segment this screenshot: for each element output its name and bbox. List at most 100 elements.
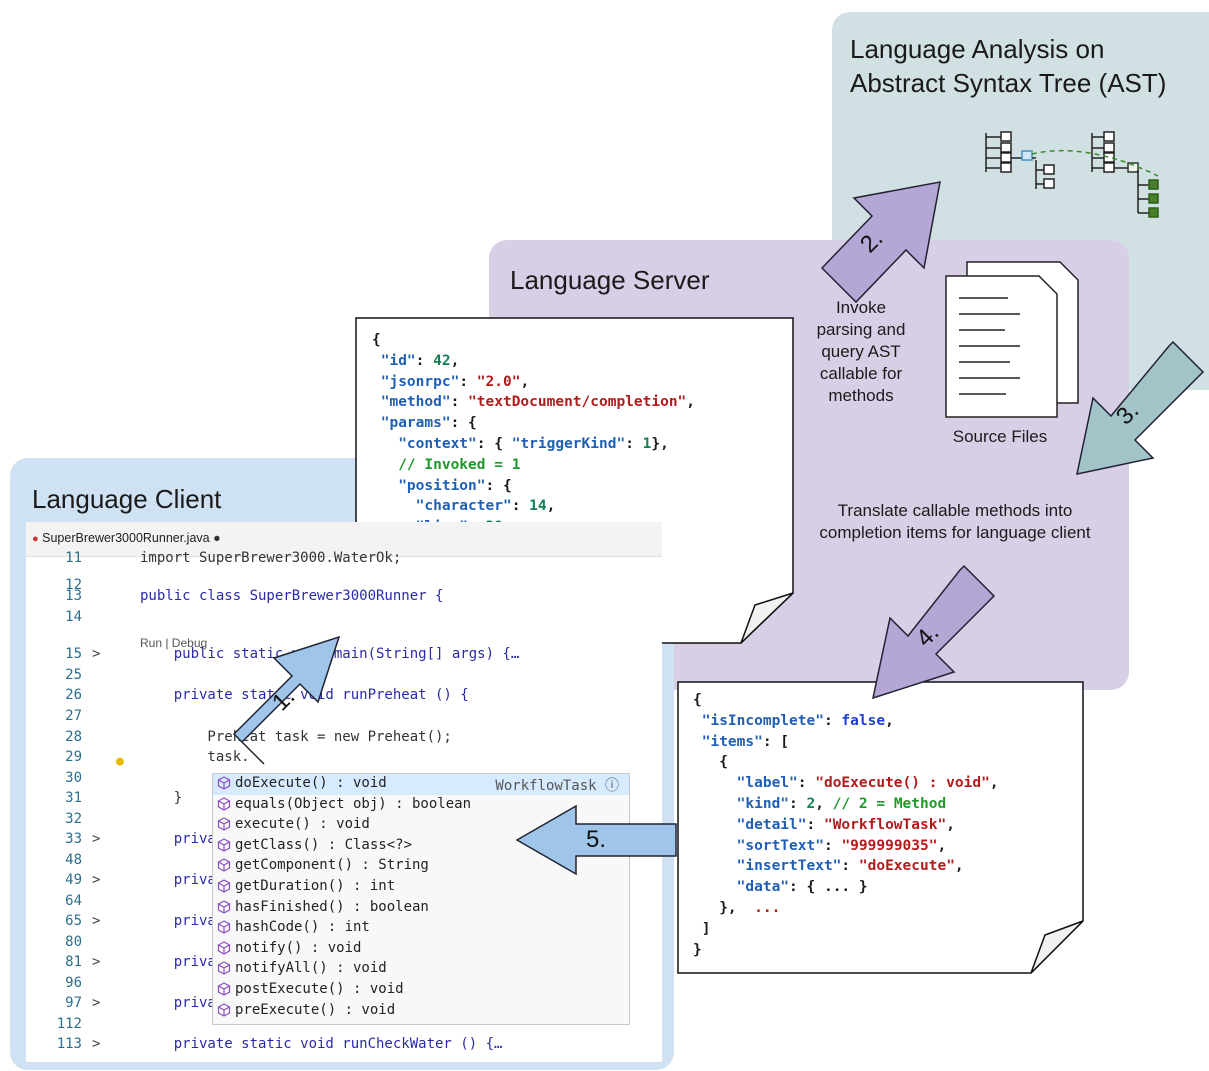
json-token: , bbox=[937, 837, 947, 854]
completion-item-detail: WorkflowTask ⓘ bbox=[495, 778, 619, 794]
completion-popup[interactable]: doExecute() : void WorkflowTask ⓘ equals(O… bbox=[212, 773, 630, 1025]
editor-tab[interactable]: ● SuperBrewer3000Runner.java ● bbox=[32, 531, 221, 545]
source-files-label: Source Files bbox=[952, 427, 1048, 446]
arrow-step-4 bbox=[871, 564, 996, 700]
method-cube-icon bbox=[217, 941, 231, 959]
editor-line[interactable]: 112 bbox=[26, 1016, 662, 1037]
method-cube-icon bbox=[217, 899, 231, 918]
json-token: "data" bbox=[736, 879, 790, 896]
completion-item[interactable]: equals(Object obj) : boolean bbox=[213, 795, 629, 816]
editor-line[interactable]: 29 task. bbox=[26, 749, 662, 770]
editor-line[interactable]: 25 bbox=[26, 667, 662, 688]
json-token: 14 bbox=[529, 498, 547, 515]
completion-item[interactable]: postExecute() : void bbox=[213, 980, 629, 1001]
line-code: public class SuperBrewer3000Runner { bbox=[140, 588, 444, 604]
line-number: 13 bbox=[65, 588, 82, 604]
language-server-title: Language Server bbox=[510, 265, 710, 295]
ast-title-line-2: Abstract Syntax Tree (AST) bbox=[850, 68, 1167, 98]
editor-line[interactable]: 64 bbox=[26, 893, 662, 914]
json-token: "character" bbox=[415, 498, 512, 515]
json-token: : bbox=[841, 858, 859, 875]
json-token: "textDocument/completion" bbox=[468, 394, 687, 411]
completion-item-label: equals(Object obj) : boolean bbox=[235, 795, 472, 812]
json-token: "method" bbox=[380, 394, 451, 411]
completion-item[interactable]: hasFinished() : boolean bbox=[213, 898, 629, 919]
method-cube-icon bbox=[217, 920, 231, 938]
json-line: "label": "doExecute() : void", bbox=[693, 773, 999, 794]
json-token: "doExecute() : void" bbox=[815, 775, 990, 792]
json-token: : { bbox=[450, 415, 477, 432]
completion-item-label: notify() : void bbox=[235, 939, 362, 956]
editor-line[interactable]: 80 bbox=[26, 934, 662, 955]
json-token: 42 bbox=[433, 352, 451, 369]
editor-line[interactable]: 32 bbox=[26, 811, 662, 832]
editor-line[interactable]: 14 bbox=[26, 609, 662, 630]
editor-line[interactable]: 12 bbox=[26, 577, 662, 598]
ast-title-line-1: Language Analysis on bbox=[850, 34, 1105, 64]
lightbulb-icon[interactable]: ● bbox=[116, 754, 124, 769]
fold-chevron-icon[interactable]: > bbox=[92, 872, 101, 888]
completion-item[interactable]: doExecute() : void WorkflowTask ⓘ bbox=[213, 774, 629, 795]
json-token: "label" bbox=[736, 775, 798, 792]
arrow-step-5 bbox=[515, 804, 677, 876]
completion-item[interactable]: notifyAll() : void bbox=[213, 959, 629, 980]
editor-line[interactable]: 31 } bbox=[26, 790, 662, 811]
json-token: : bbox=[450, 394, 469, 411]
json-token: }, bbox=[651, 435, 669, 452]
completion-item-label: doExecute() : void bbox=[235, 775, 387, 791]
line-number: 12 bbox=[65, 577, 82, 593]
editor-line[interactable]: 96 bbox=[26, 975, 662, 996]
fold-chevron-icon[interactable]: > bbox=[92, 913, 101, 929]
json-line: "jsonrpc": "2.0", bbox=[372, 372, 695, 393]
line-number: 96 bbox=[65, 975, 82, 991]
json-token: "items" bbox=[701, 733, 763, 750]
json-token: { bbox=[372, 332, 381, 348]
invoke-parsing-text: Invoke parsing and query AST callable fo… bbox=[798, 297, 924, 407]
json-line: { bbox=[372, 330, 695, 351]
method-cube-icon bbox=[217, 982, 231, 1000]
json-token: : { ... } bbox=[789, 879, 868, 896]
invoke-text-line: parsing and bbox=[816, 320, 906, 339]
json-token: : bbox=[789, 795, 807, 812]
completion-item[interactable]: preExecute() : void bbox=[213, 1001, 629, 1022]
editor-line[interactable]: 30 bbox=[26, 770, 662, 791]
run-debug-codelens[interactable]: Run | Debug bbox=[140, 636, 208, 650]
arrow-step-3 bbox=[1076, 340, 1205, 475]
editor-line[interactable]: 13 public class SuperBrewer3000Runner { bbox=[26, 588, 662, 609]
editor-line[interactable]: 113> private static void runCheckWater (… bbox=[26, 1036, 662, 1057]
completion-item[interactable]: notify() : void bbox=[213, 939, 629, 960]
fold-chevron-icon[interactable]: > bbox=[92, 954, 101, 970]
json-token: : bbox=[459, 373, 477, 390]
editor-line[interactable]: 48 bbox=[26, 852, 662, 873]
line-number: 113 bbox=[56, 1036, 82, 1052]
json-token: , bbox=[885, 712, 894, 729]
json-token: }, bbox=[693, 899, 755, 916]
line-number: 15 bbox=[65, 646, 82, 662]
completion-item[interactable]: hashCode() : int bbox=[213, 918, 629, 939]
fold-chevron-icon[interactable]: > bbox=[92, 831, 101, 847]
json-line: // Invoked = 1 bbox=[372, 455, 695, 476]
fold-chevron-icon[interactable]: > bbox=[92, 995, 101, 1011]
source-files-icon bbox=[945, 261, 1079, 418]
translate-text: Translate callable methods into completi… bbox=[790, 500, 1120, 544]
completion-item[interactable]: getDuration() : int bbox=[213, 877, 629, 898]
java-file-icon: ● bbox=[32, 533, 39, 545]
json-line: "params": { bbox=[372, 413, 695, 434]
completion-item[interactable]: execute() : void bbox=[213, 815, 629, 836]
fold-chevron-icon[interactable]: > bbox=[92, 646, 101, 662]
completion-item[interactable]: getClass() : Class<?> bbox=[213, 836, 629, 857]
line-number: 29 bbox=[65, 749, 82, 765]
json-token: : { bbox=[476, 435, 512, 452]
json-token: { bbox=[693, 692, 702, 708]
json-token: "params" bbox=[380, 415, 451, 432]
response-note-shape bbox=[677, 681, 1084, 974]
completion-item[interactable]: getComponent() : String bbox=[213, 856, 629, 877]
json-token: , bbox=[954, 858, 964, 875]
fold-chevron-icon[interactable]: > bbox=[92, 1036, 101, 1052]
json-token: , bbox=[450, 352, 460, 369]
json-token: "triggerKind" bbox=[511, 435, 626, 452]
editor-line[interactable]: 27 bbox=[26, 708, 662, 729]
